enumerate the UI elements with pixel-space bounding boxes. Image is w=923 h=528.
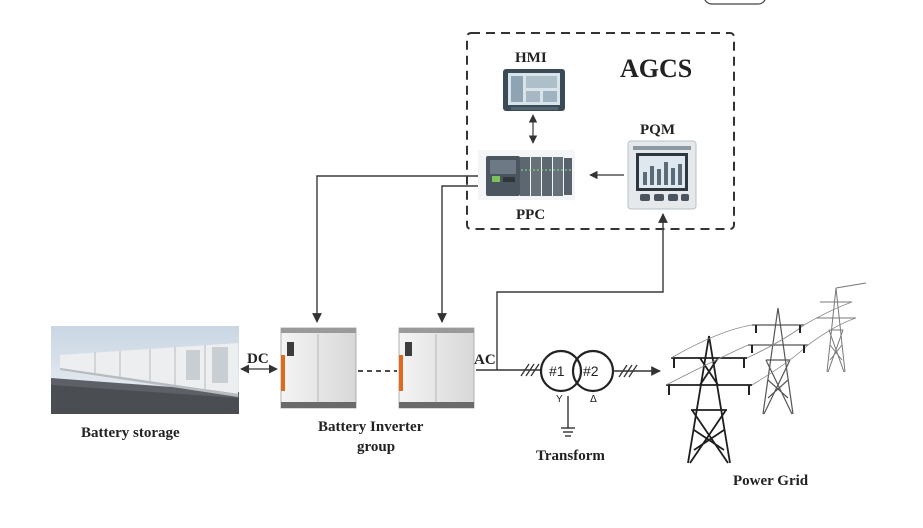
ppc-label: PPC (516, 207, 545, 223)
inverter-group-label-line2: group (357, 439, 395, 455)
dc-label: DC (247, 351, 269, 367)
delta-symbol: Δ (590, 394, 597, 405)
battery-storage-label: Battery storage (81, 425, 180, 441)
agcs-title: AGCS (620, 54, 692, 83)
wye-symbol: Y (556, 394, 563, 405)
ac-to-pqm-wire (496, 213, 668, 370)
battery-storage-image (51, 326, 239, 414)
partial-frame (704, 0, 766, 5)
transformer-winding-1: #1 (549, 363, 565, 379)
ppc-to-inverter1-wire (312, 175, 478, 323)
ground-symbol (561, 396, 575, 437)
inverter-cabinet-1 (280, 327, 357, 409)
pqm-label: PQM (640, 122, 675, 138)
ppc-to-inverter2-wire (437, 185, 478, 323)
transformer-winding-2: #2 (583, 363, 599, 379)
power-grid-towers-icon (665, 282, 867, 464)
hmi-label: HMI (515, 50, 547, 66)
transformer-label: Transform (536, 448, 605, 464)
pqm-meter-icon (627, 140, 697, 210)
ac-label: AC (474, 352, 496, 368)
inverter-cabinet-2 (398, 327, 475, 409)
three-phase-ticks-left (520, 363, 540, 377)
power-grid-label: Power Grid (733, 473, 809, 489)
hmi-screen-icon (503, 69, 565, 111)
three-phase-ticks-right (618, 364, 638, 378)
ppc-controller-icon (478, 150, 575, 200)
inverter-group-label-line1: Battery Inverter (318, 419, 424, 435)
agcs-boundary (466, 32, 735, 230)
